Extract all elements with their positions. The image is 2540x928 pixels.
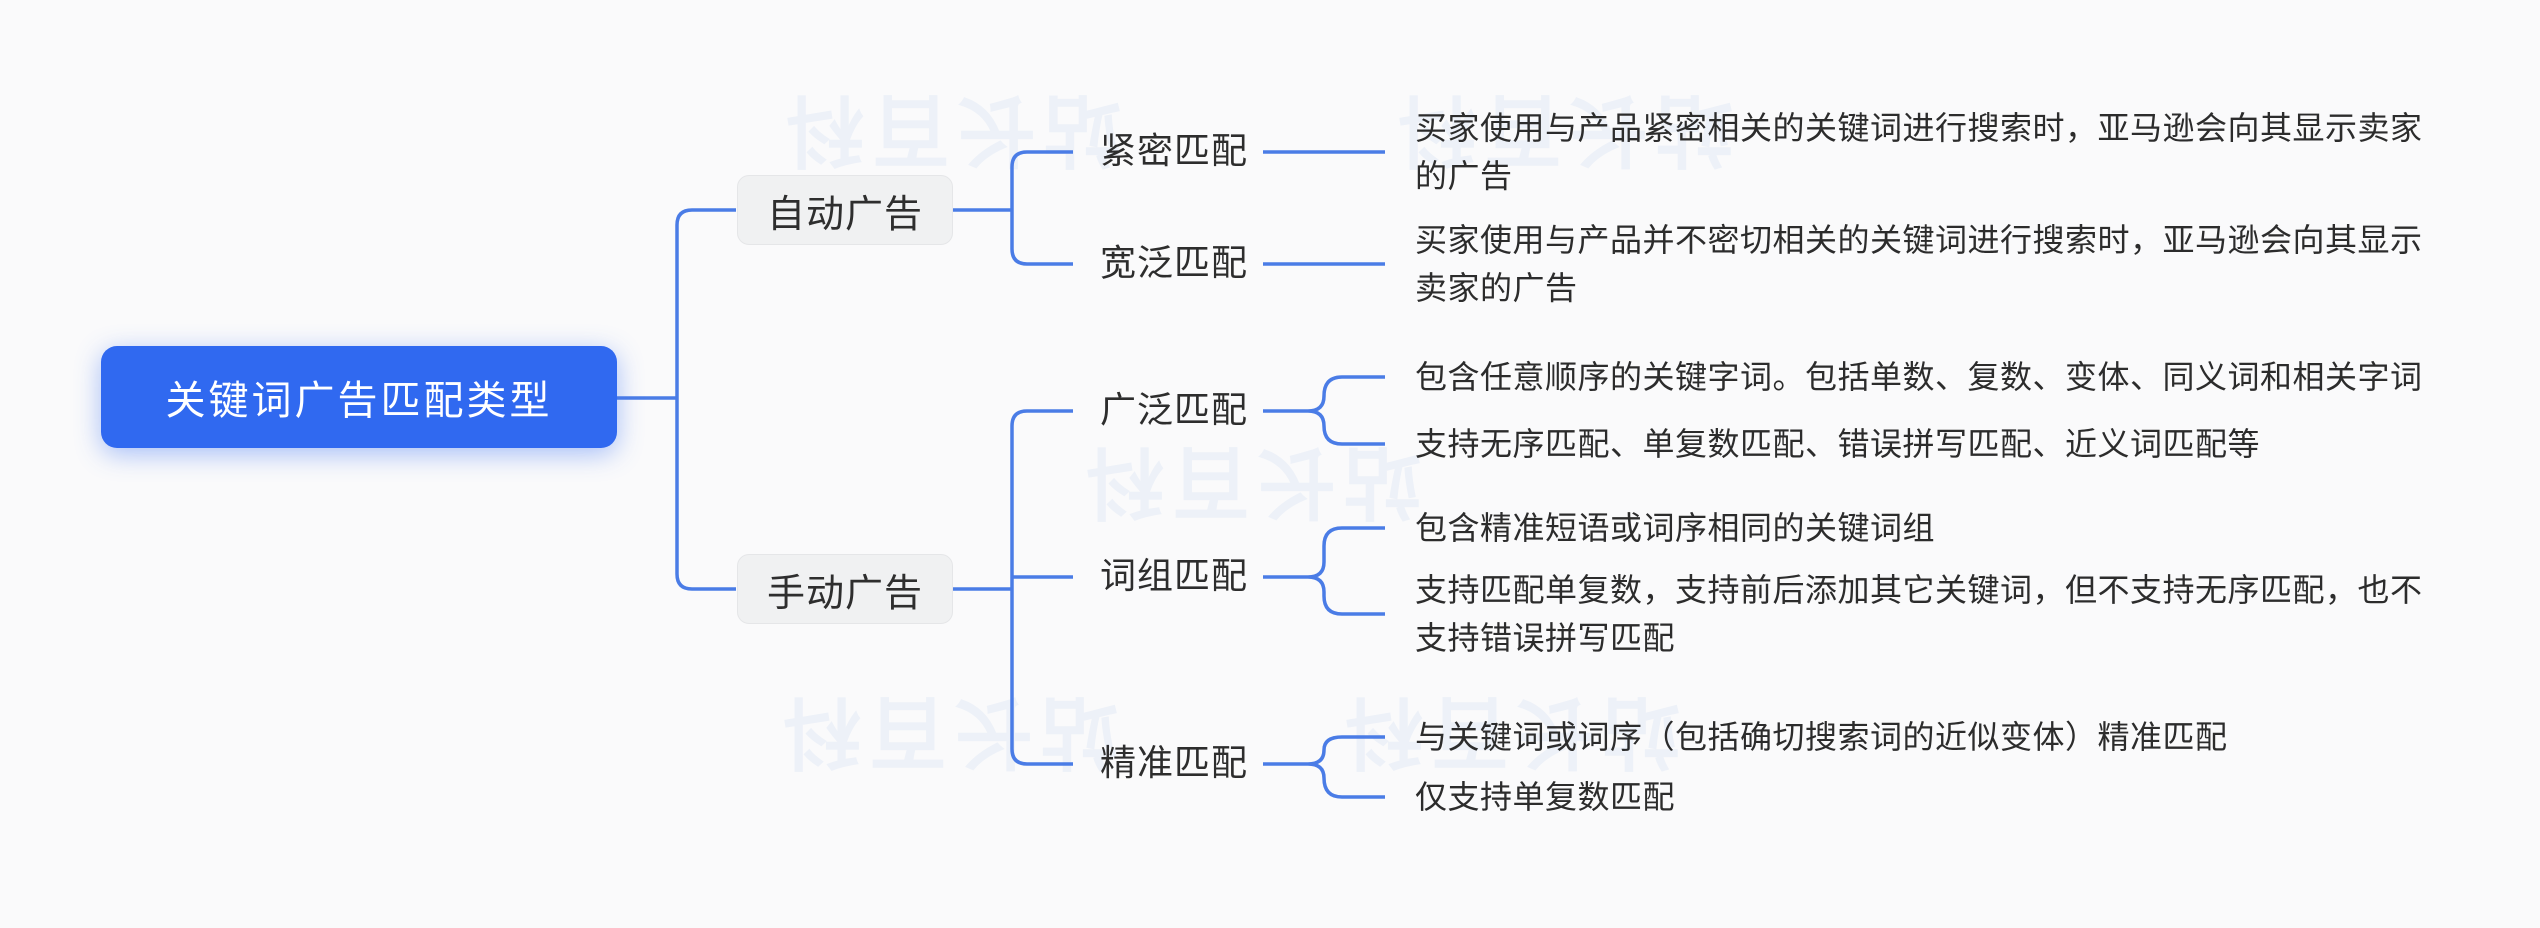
root-node[interactable]: 关键词广告匹配类型 xyxy=(101,346,617,448)
desc-broad-match-1[interactable]: 包含任意顺序的关键字词。包括单数、复数、变体、同义词和相关字词 xyxy=(1415,358,2423,396)
desc-phrase-match-1[interactable]: 包含精准短语或词序相同的关键词组 xyxy=(1415,509,1936,547)
connector-exact-match-fork xyxy=(1263,735,1385,799)
subnode-broad-match[interactable]: 广泛匹配 xyxy=(1100,390,1249,431)
desc-close-match[interactable]: 买家使用与产品紧密相关的关键词进行搜索时，亚马逊会向其显示卖家的广告 xyxy=(1415,109,2423,195)
desc-loose-match[interactable]: 买家使用与产品并不密切相关的关键词进行搜索时，亚马逊会向其显示卖家的广告 xyxy=(1415,221,2423,307)
connector-broad-match-fork xyxy=(1263,375,1385,446)
subnode-loose-match[interactable]: 宽泛匹配 xyxy=(1100,243,1249,284)
branch-node-auto-ads[interactable]: 自动广告 xyxy=(737,175,953,245)
desc-phrase-match-2[interactable]: 支持匹配单复数，支持前后添加其它关键词，但不支持无序匹配，也不支持错误拼写匹配 xyxy=(1415,571,2423,657)
connector-root-trunk xyxy=(617,208,736,591)
branch-node-manual-ads[interactable]: 手动广告 xyxy=(737,554,953,624)
connector-phrase-match-fork xyxy=(1263,526,1385,616)
desc-exact-match-2[interactable]: 仅支持单复数匹配 xyxy=(1415,778,1676,816)
connector-manual-junction xyxy=(953,409,1073,766)
subnode-phrase-match[interactable]: 词组匹配 xyxy=(1100,556,1249,597)
desc-broad-match-2[interactable]: 支持无序匹配、单复数匹配、错误拼写匹配、近义词匹配等 xyxy=(1415,425,2261,463)
subnode-close-match[interactable]: 紧密匹配 xyxy=(1100,131,1249,172)
subnode-exact-match[interactable]: 精准匹配 xyxy=(1100,743,1249,784)
desc-exact-match-1[interactable]: 与关键词或词序（包括确切搜索词的近似变体）精准匹配 xyxy=(1415,718,2228,756)
connector-auto-junction xyxy=(953,150,1073,266)
